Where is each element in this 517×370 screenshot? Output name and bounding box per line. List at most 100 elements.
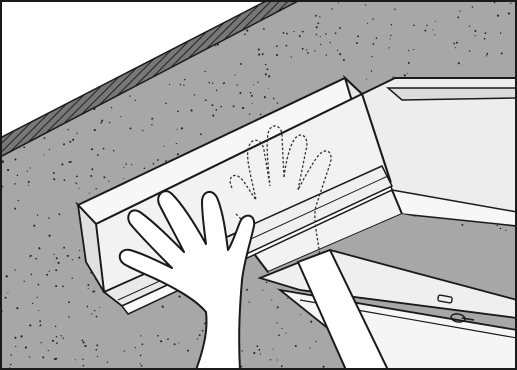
texture-speck <box>43 154 44 155</box>
texture-speck <box>96 316 98 318</box>
texture-speck <box>97 356 98 357</box>
texture-speck <box>56 257 58 259</box>
texture-speck <box>14 337 16 339</box>
texture-speck <box>234 75 235 76</box>
texture-speck <box>2 161 4 163</box>
texture-speck <box>246 289 248 291</box>
texture-speck <box>79 188 80 189</box>
texture-speck <box>54 358 56 360</box>
texture-speck <box>58 262 60 264</box>
texture-speck <box>25 346 27 348</box>
texture-speck <box>10 354 12 356</box>
texture-speck <box>391 24 392 25</box>
texture-speck <box>199 334 201 336</box>
texture-speck <box>59 213 61 215</box>
texture-speck <box>2 186 3 187</box>
texture-speck <box>263 28 265 30</box>
texture-speck <box>72 139 74 141</box>
texture-speck <box>44 137 46 139</box>
texture-speck <box>258 48 260 50</box>
texture-speck <box>302 31 304 33</box>
texture-speck <box>144 168 146 170</box>
texture-speck <box>24 281 25 282</box>
texture-speck <box>55 326 56 327</box>
texture-speck <box>10 364 11 365</box>
texture-speck <box>107 361 108 362</box>
texture-speck <box>508 12 510 14</box>
texture-speck <box>319 16 320 17</box>
texture-speck <box>390 38 391 39</box>
texture-speck <box>408 62 410 64</box>
texture-speck <box>135 100 136 101</box>
texture-speck <box>474 30 476 32</box>
texture-speck <box>183 85 184 86</box>
texture-speck <box>14 208 16 210</box>
texture-speck <box>474 35 475 36</box>
texture-speck <box>497 225 498 226</box>
texture-speck <box>162 306 164 308</box>
texture-speck <box>257 345 259 347</box>
texture-speck <box>194 94 195 95</box>
texture-speck <box>177 111 179 113</box>
texture-speck <box>320 36 321 37</box>
texture-speck <box>390 35 391 36</box>
texture-speck <box>260 114 262 116</box>
texture-speck <box>165 160 167 162</box>
texture-speck <box>366 79 367 80</box>
texture-speck <box>187 350 189 352</box>
texture-speck <box>160 340 162 342</box>
texture-speck <box>49 149 50 150</box>
texture-speck <box>84 345 86 347</box>
texture-speck <box>373 43 375 45</box>
texture-speck <box>394 9 395 10</box>
texture-speck <box>266 282 267 283</box>
texture-speck <box>315 15 317 17</box>
texture-speck <box>272 348 273 349</box>
texture-speck <box>257 82 258 83</box>
texture-speck <box>260 353 261 354</box>
texture-speck <box>457 17 459 19</box>
texture-speck <box>291 56 292 57</box>
texture-speck <box>250 92 251 93</box>
texture-speck <box>21 335 23 337</box>
texture-speck <box>75 359 76 360</box>
texture-speck <box>29 324 31 326</box>
texture-speck <box>335 32 337 34</box>
texture-speck <box>97 154 99 156</box>
texture-speck <box>103 148 105 150</box>
texture-speck <box>178 342 179 343</box>
texture-speck <box>42 356 44 358</box>
texture-speck <box>340 27 341 28</box>
texture-speck <box>95 188 97 190</box>
texture-speck <box>325 33 327 35</box>
texture-speck <box>300 314 301 315</box>
texture-speck <box>191 109 193 111</box>
texture-speck <box>310 321 312 323</box>
texture-speck <box>67 255 69 257</box>
texture-speck <box>35 258 37 260</box>
texture-speck <box>388 47 389 48</box>
texture-speck <box>169 84 170 85</box>
texture-speck <box>142 343 144 345</box>
texture-speck <box>223 83 225 85</box>
texture-speck <box>54 254 55 255</box>
texture-speck <box>494 2 495 3</box>
texture-speck <box>91 148 93 150</box>
texture-speck <box>37 215 38 216</box>
texture-speck <box>99 307 100 308</box>
texture-speck <box>330 42 331 43</box>
texture-speck <box>61 163 63 165</box>
texture-speck <box>458 62 460 64</box>
texture-speck <box>408 50 409 51</box>
texture-speck <box>306 49 307 50</box>
texture-speck <box>277 306 279 308</box>
texture-speck <box>163 146 164 147</box>
texture-speck <box>276 322 277 323</box>
texture-speck <box>48 217 49 218</box>
texture-speck <box>286 33 288 35</box>
texture-speck <box>101 120 103 122</box>
texture-speck <box>177 153 179 155</box>
texture-speck <box>486 55 487 56</box>
